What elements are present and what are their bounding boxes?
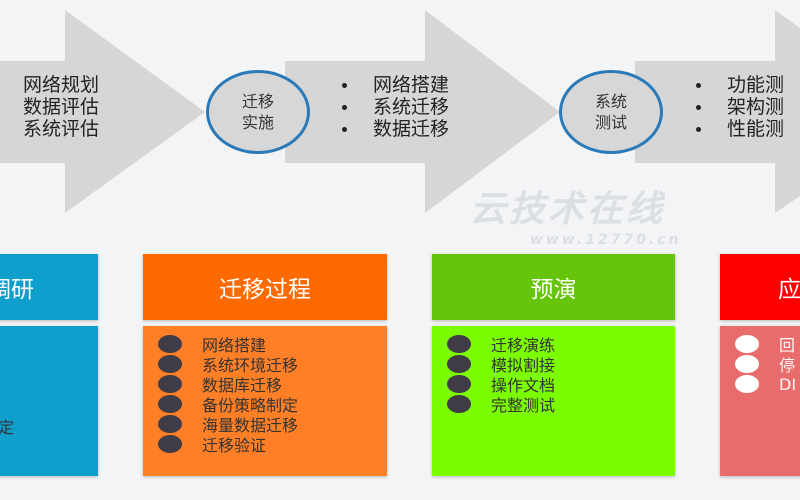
stage3-item: 架构测: [727, 96, 785, 118]
card-title: 预演: [530, 277, 577, 303]
card-item: 完整测试: [432, 394, 675, 415]
stage3-item: 功能测: [727, 74, 785, 96]
stage3-circle: 系统 测试: [559, 70, 663, 154]
card-title: 调研: [0, 277, 34, 303]
watermark: 云技术在线 www.12770.cn: [470, 180, 682, 248]
card-item-text: 海量数据迁移: [202, 416, 299, 435]
card-item-text: 回: [779, 336, 796, 355]
card-research-body: 定: [0, 326, 98, 476]
stage3-item: 性能测: [727, 118, 785, 140]
card-item: 定: [0, 416, 98, 437]
card-item-text: 网络搭建: [202, 336, 267, 355]
circle-label: 实施: [241, 113, 274, 132]
bullet-icon: [158, 355, 182, 373]
card-item-text: 迁移验证: [202, 436, 267, 455]
card-item-text: 数据库迁移: [202, 376, 283, 395]
arrow-stage-3: [635, 10, 800, 213]
bullet-icon: [342, 82, 347, 88]
stage2-item: 网络搭建: [373, 74, 450, 96]
bullet-icon: [696, 104, 701, 110]
bullet-icon: [342, 126, 347, 132]
card-item: 操作文档: [432, 374, 675, 395]
bullet-icon: [696, 82, 701, 88]
card-item-text: 停: [779, 356, 796, 375]
circle-label: 迁移: [241, 92, 274, 111]
bullet-icon: [342, 104, 347, 110]
card-contingency-body: 回 停 DI: [720, 326, 800, 476]
card-item: 系统环境迁移: [143, 354, 387, 375]
stage2-item: 系统迁移: [373, 96, 450, 118]
stage2-circle: 迁移 实施: [206, 70, 310, 154]
stage3-list: 功能测 架构测 性能测: [696, 74, 784, 140]
card-item: 备份策略制定: [143, 394, 387, 415]
stage1-item: 系统评估: [23, 118, 100, 140]
bullet-icon: [735, 335, 759, 353]
card-title: 迁移过程: [219, 277, 311, 303]
card-item-text: 迁移演练: [491, 336, 556, 355]
circle-label: 系统: [594, 92, 627, 111]
card-item-text: 系统环境迁移: [202, 356, 299, 375]
card-rehearsal-body: 迁移演练 模拟割接 操作文档 完整测试: [432, 326, 675, 476]
card-item: 停: [720, 354, 800, 375]
card-item-text: DI: [779, 374, 797, 394]
card-rehearsal-header: 预演: [432, 254, 675, 320]
bullet-icon: [158, 335, 182, 353]
bullet-icon: [158, 395, 182, 413]
stage1-item: 网络规划: [23, 74, 100, 96]
card-item-text: 定: [0, 418, 15, 437]
bullet-icon: [158, 435, 182, 453]
stage1-item: 数据评估: [23, 96, 100, 118]
card-title: 应: [778, 277, 800, 303]
card-migration-body: 网络搭建 系统环境迁移 数据库迁移 备份策略制定 海量数据迁移 迁移验证: [143, 326, 387, 476]
arrow-stage-2: [285, 10, 560, 213]
watermark-url: www.12770.cn: [530, 232, 682, 248]
card-item: 迁移验证: [143, 434, 387, 455]
card-item: 模拟割接: [432, 354, 675, 375]
arrow-stage-1: [0, 10, 205, 213]
bullet-icon: [735, 375, 759, 393]
bullet-icon: [447, 355, 471, 373]
card-item: 网络搭建: [143, 334, 387, 355]
bullet-icon: [158, 375, 182, 393]
bullet-icon: [447, 335, 471, 353]
stage2-list: 网络搭建 系统迁移 数据迁移: [342, 74, 449, 140]
card-research-header: 调研: [0, 254, 98, 320]
circle-label: 测试: [594, 113, 627, 132]
stage1-list: 网络规划 数据评估 系统评估: [23, 74, 99, 140]
card-item: 海量数据迁移: [143, 414, 387, 435]
card-item: 回: [720, 334, 800, 355]
bullet-icon: [696, 126, 701, 132]
card-contingency-header: 应: [720, 254, 800, 320]
watermark-title: 云技术在线: [470, 189, 666, 230]
card-migration-header: 迁移过程: [143, 254, 387, 320]
bullet-icon: [447, 395, 471, 413]
card-item: 迁移演练: [432, 334, 675, 355]
bullet-icon: [447, 375, 471, 393]
card-item-text: 备份策略制定: [202, 396, 299, 415]
bullet-icon: [735, 355, 759, 373]
bullet-icon: [158, 415, 182, 433]
card-item-text: 操作文档: [491, 376, 556, 395]
card-item: 数据库迁移: [143, 374, 387, 395]
stage2-item: 数据迁移: [373, 118, 450, 140]
card-item: DI: [720, 374, 800, 394]
card-item-text: 模拟割接: [491, 356, 556, 375]
card-item-text: 完整测试: [491, 396, 556, 415]
